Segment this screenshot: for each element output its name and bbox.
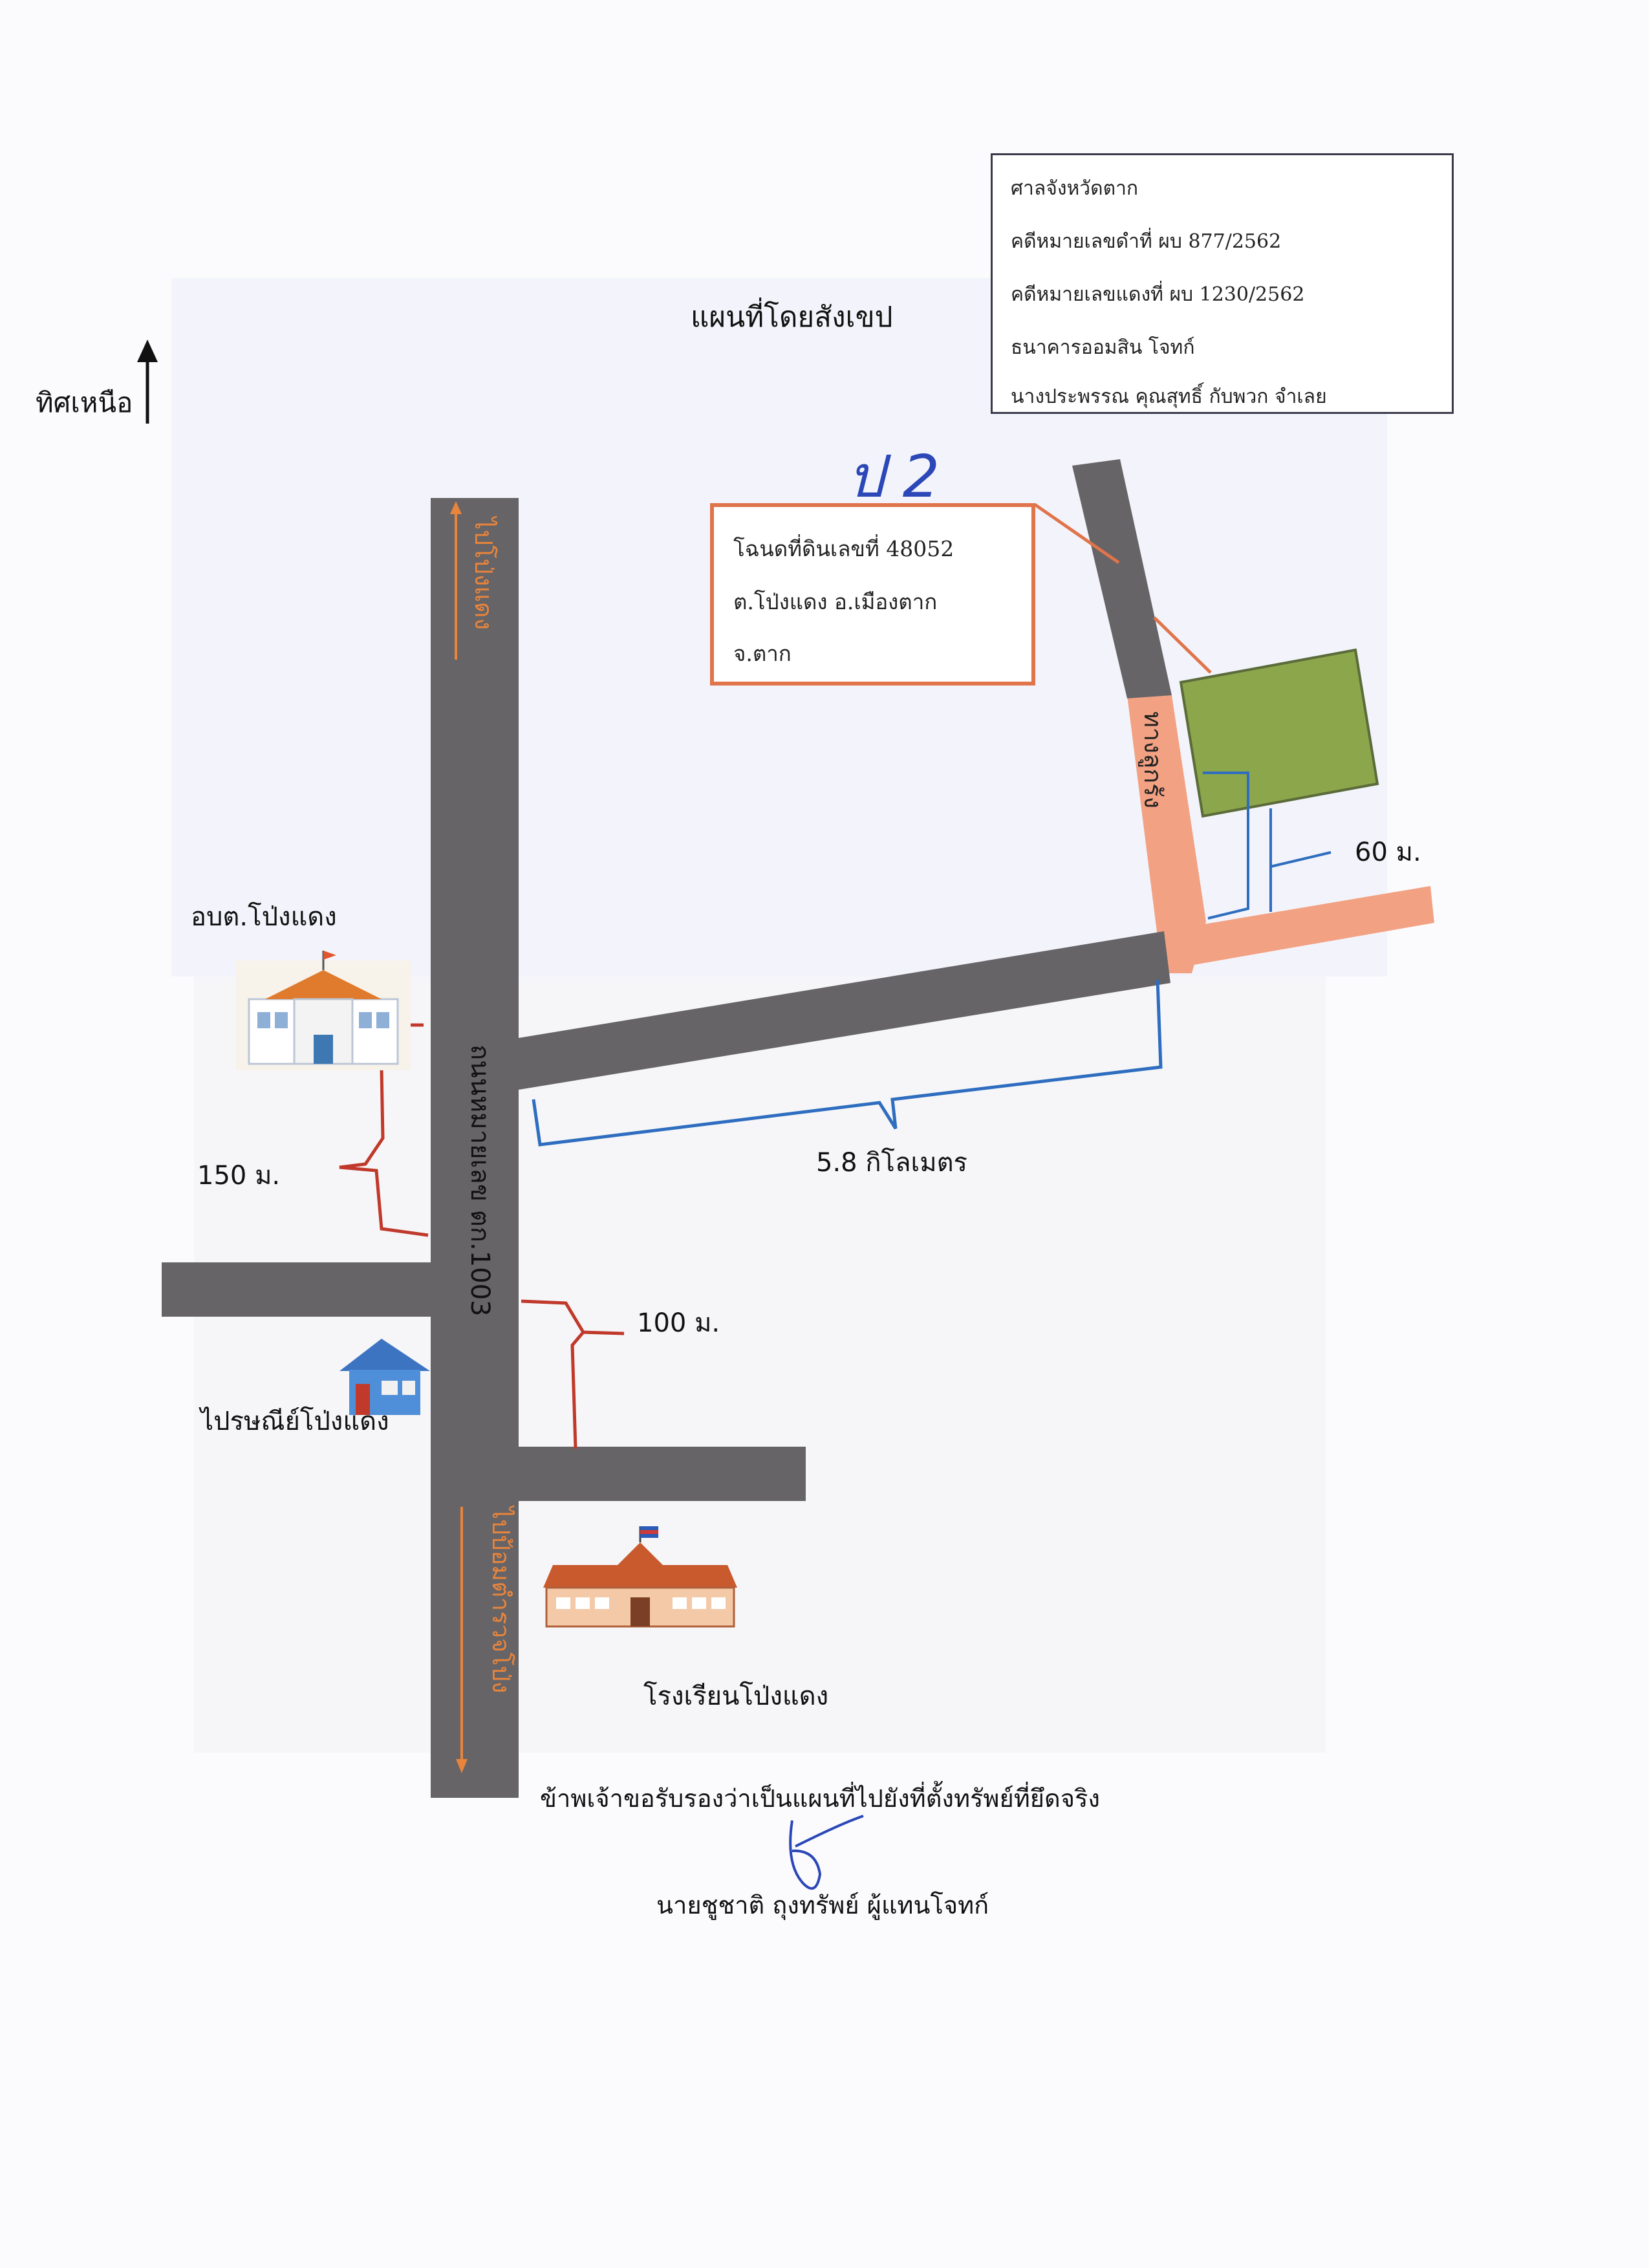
road-to-plot — [511, 931, 1170, 1091]
bracket-60m — [1203, 772, 1249, 920]
post-office-icon — [339, 1339, 430, 1415]
distance-60m: 60 ม. — [1355, 837, 1421, 867]
arrow-north-head — [450, 501, 462, 514]
side-road-upper — [1072, 459, 1172, 698]
to-north-label: ไปโป่งแดง — [469, 517, 498, 631]
arrow-south-head — [456, 1759, 468, 1773]
main-road-label: ถนนหมายเลข ตก.1003 — [465, 1044, 495, 1317]
plaintiff-line: ธนาคารออมสิน โจทก์ — [1011, 336, 1195, 359]
signer-name: นายชูชาติ ถุงทรัพย์ ผู้แทนโจทก์ — [656, 1891, 989, 1919]
post-office-label: ไปรษณีย์โป่งแดง — [200, 1407, 389, 1436]
brace-5800m — [532, 979, 1163, 1147]
dirt-road-label: ทางลูกรัง — [1139, 711, 1167, 809]
main-road-vertical — [431, 498, 519, 1798]
road-southeast — [504, 1447, 806, 1501]
red-case-number: คดีหมายเลขแดงที่ ผบ 1230/2562 — [1011, 283, 1305, 306]
dirt-road-vertical — [1127, 695, 1206, 973]
distance-100m: 100 ม. — [637, 1308, 720, 1338]
court-name: ศาลจังหวัดตาก — [1011, 177, 1139, 200]
defendant-line: นางประพรรณ คุณสุทธิ์ กับพวก จำเลย — [1011, 385, 1327, 408]
handwritten-code: ป 2 — [847, 443, 940, 511]
distance-150m: 150 ม. — [197, 1161, 281, 1191]
north-arrow-head — [137, 340, 158, 362]
signature-scribble — [789, 1815, 864, 1890]
brace-150m — [339, 1068, 429, 1237]
to-south-label: ไปป้อมตำรวจโป่ง — [487, 1507, 515, 1694]
bracket-60m-leader — [1270, 851, 1331, 868]
deed-province: จ.ตาก — [733, 641, 792, 666]
page-title: แผนที่โดยสังเขป — [691, 301, 893, 334]
deed-connector-2 — [1153, 616, 1212, 674]
sao-label: อบต.โป่งแดง — [191, 902, 337, 932]
deed-number: โฉนดที่ดินเลขที่ 48052 — [733, 536, 954, 561]
certification-text: ข้าพเจ้าขอรับรองว่าเป็นแผนที่ไปยังที่ตั้… — [540, 1784, 1100, 1813]
deed-box: โฉนดที่ดินเลขที่ 48052 ต.โป่งแดง อ.เมือง… — [710, 503, 1035, 686]
sao-building-icon — [236, 951, 411, 1070]
north-label: ทิศเหนือ — [36, 387, 133, 418]
school-label: โรงเรียนโป่งแดง — [643, 1681, 829, 1711]
black-case-number: คดีหมายเลขดำที่ ผบ 877/2562 — [1011, 230, 1282, 253]
brace-100m — [521, 1299, 625, 1449]
school-icon — [543, 1526, 737, 1628]
dirt-road-horizontal — [1162, 886, 1434, 970]
land-plot — [1179, 648, 1379, 818]
deed-connector-1 — [1033, 502, 1120, 565]
distance-5800m: 5.8 กิโลเมตร — [816, 1148, 968, 1178]
deed-subdistrict: ต.โป่งแดง อ.เมืองตาก — [733, 589, 938, 614]
road-west — [162, 1262, 440, 1317]
case-info-box: ศาลจังหวัดตาก คดีหมายเลขดำที่ ผบ 877/256… — [991, 153, 1454, 414]
